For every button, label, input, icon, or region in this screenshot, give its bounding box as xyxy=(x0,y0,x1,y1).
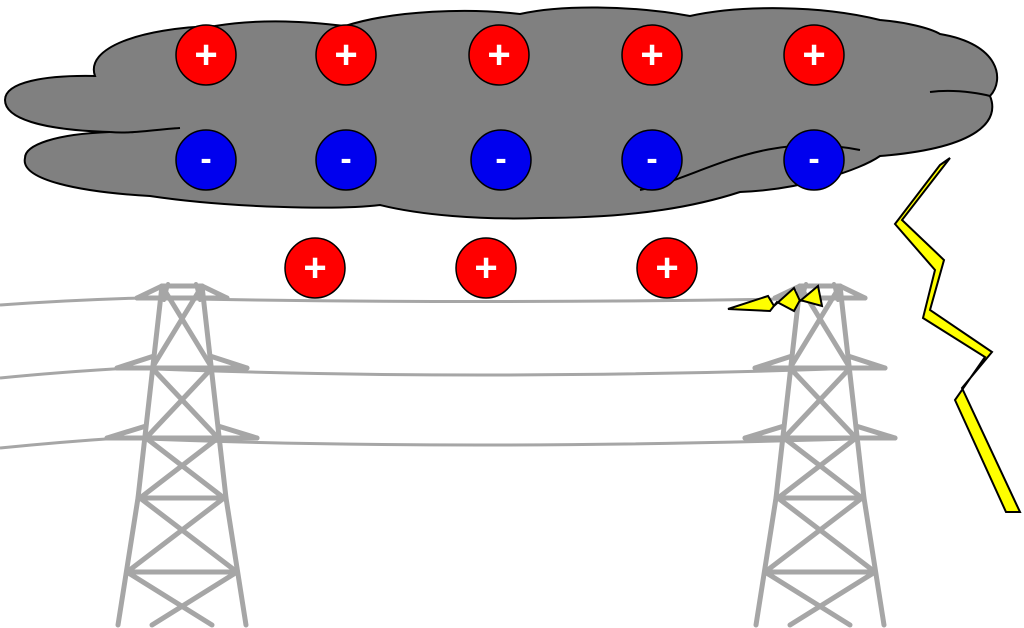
positive-charge-circle xyxy=(315,24,377,86)
air-positive-charge-2: + xyxy=(455,237,517,299)
positive-charge-circle xyxy=(175,24,237,86)
positive-charge-2: + xyxy=(315,24,377,86)
negative-charge-5: - xyxy=(783,129,845,191)
air-positive-charge-symbol: + xyxy=(655,246,678,290)
positive-charge-circle xyxy=(468,24,530,86)
air-positive-charge-3: + xyxy=(636,237,698,299)
transmission-tower-left xyxy=(104,282,260,628)
negative-charge-symbol: - xyxy=(340,140,351,178)
positive-charge-3: + xyxy=(468,24,530,86)
wire-middle xyxy=(0,366,861,380)
negative-charge-circle xyxy=(621,129,683,191)
air-positive-charge-circle xyxy=(636,237,698,299)
positive-charge-symbol: + xyxy=(194,33,217,77)
negative-charge-4: - xyxy=(621,129,683,191)
negative-charge-symbol: - xyxy=(808,140,819,178)
positive-charge-symbol: + xyxy=(802,33,825,77)
negative-charge-circle xyxy=(175,129,237,191)
air-positive-charges: + + + xyxy=(284,237,698,299)
positive-charge-circle xyxy=(783,24,845,86)
power-lines xyxy=(0,296,881,450)
negative-charge-symbol: - xyxy=(200,140,211,178)
negative-charge-circle xyxy=(315,129,377,191)
positive-charge-symbol: + xyxy=(334,33,357,77)
wire-top xyxy=(0,296,841,307)
wire-bottom xyxy=(0,436,881,450)
positive-charge-5: + xyxy=(783,24,845,86)
negative-charge-symbol: - xyxy=(646,140,657,178)
negative-charge-circle xyxy=(783,129,845,191)
cloud-positive-charges: + + + + + xyxy=(175,24,845,86)
negative-charge-circle xyxy=(470,129,532,191)
negative-charge-symbol: - xyxy=(495,140,506,178)
air-positive-charge-symbol: + xyxy=(474,246,497,290)
positive-charge-circle xyxy=(621,24,683,86)
air-positive-charge-circle xyxy=(455,237,517,299)
lightning-bolt-icon xyxy=(893,157,1022,513)
transmission-tower-right xyxy=(742,282,898,628)
negative-charge-1: - xyxy=(175,129,237,191)
air-positive-charge-1: + xyxy=(284,237,346,299)
air-positive-charge-circle xyxy=(284,237,346,299)
cloud-negative-charges: ----- xyxy=(175,129,845,191)
spark-icon xyxy=(727,284,824,313)
negative-charge-2: - xyxy=(315,129,377,191)
positive-charge-1: + xyxy=(175,24,237,86)
air-positive-charge-symbol: + xyxy=(303,246,326,290)
negative-charge-3: - xyxy=(470,129,532,191)
positive-charge-symbol: + xyxy=(487,33,510,77)
positive-charge-symbol: + xyxy=(640,33,663,77)
positive-charge-4: + xyxy=(621,24,683,86)
